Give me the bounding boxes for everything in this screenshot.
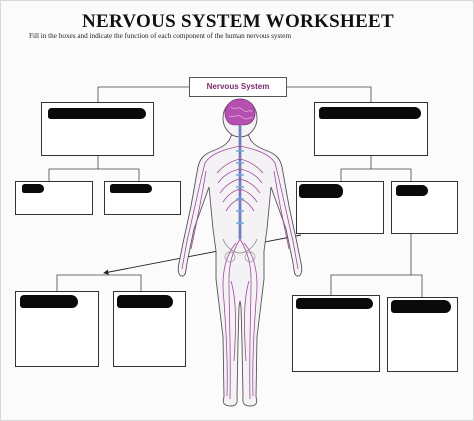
connector-root-left: [97, 86, 189, 102]
redaction-mark: [110, 184, 152, 193]
box-level3-right-a[interactable]: [292, 295, 380, 372]
box-level1-right[interactable]: [314, 102, 428, 156]
redaction-mark: [48, 108, 146, 119]
connector-root-right: [287, 86, 372, 102]
redaction-mark: [22, 184, 44, 193]
pelvis: [222, 238, 258, 254]
connector-l2-left-child-b: [86, 274, 142, 291]
connector-l2-right-child-b: [411, 274, 423, 297]
redaction-mark: [391, 300, 451, 313]
redaction-mark: [396, 185, 428, 196]
box-level3-left-a[interactable]: [15, 291, 99, 367]
connector-l1-left-children: [48, 156, 99, 181]
box-level2-right-a[interactable]: [296, 181, 384, 234]
box-level2-left-b[interactable]: [104, 181, 181, 215]
connector-l1-right-child-b: [371, 168, 412, 181]
redaction-mark: [20, 295, 78, 308]
box-level2-right-b[interactable]: [391, 181, 458, 234]
box-level1-left[interactable]: [41, 102, 154, 156]
redaction-mark: [296, 298, 373, 309]
connector-l1-right-children: [340, 156, 372, 181]
worksheet-instructions: Fill in the boxes and indicate the funct…: [29, 32, 292, 40]
box-level3-right-b[interactable]: [387, 297, 458, 372]
redaction-mark: [117, 295, 173, 308]
connector-l2-left-children: [56, 274, 86, 291]
pointer-arrow: [103, 234, 302, 275]
peripheral-nerves: [181, 145, 299, 400]
connector-l1-left-child-b: [98, 168, 140, 181]
redaction-mark: [319, 107, 421, 119]
connector-l2-right-children: [330, 234, 412, 295]
nervous-system-root-box: Nervous System: [189, 77, 287, 97]
box-level2-left-a[interactable]: [15, 181, 93, 215]
human-body-illustration: [177, 98, 303, 407]
body-outline: [177, 132, 303, 407]
box-level3-left-b[interactable]: [113, 291, 186, 367]
tree-connectors: [48, 86, 423, 297]
brain: [224, 98, 256, 126]
redaction-mark: [299, 184, 343, 198]
worksheet-title: NERVOUS SYSTEM WORKSHEET: [82, 11, 394, 32]
